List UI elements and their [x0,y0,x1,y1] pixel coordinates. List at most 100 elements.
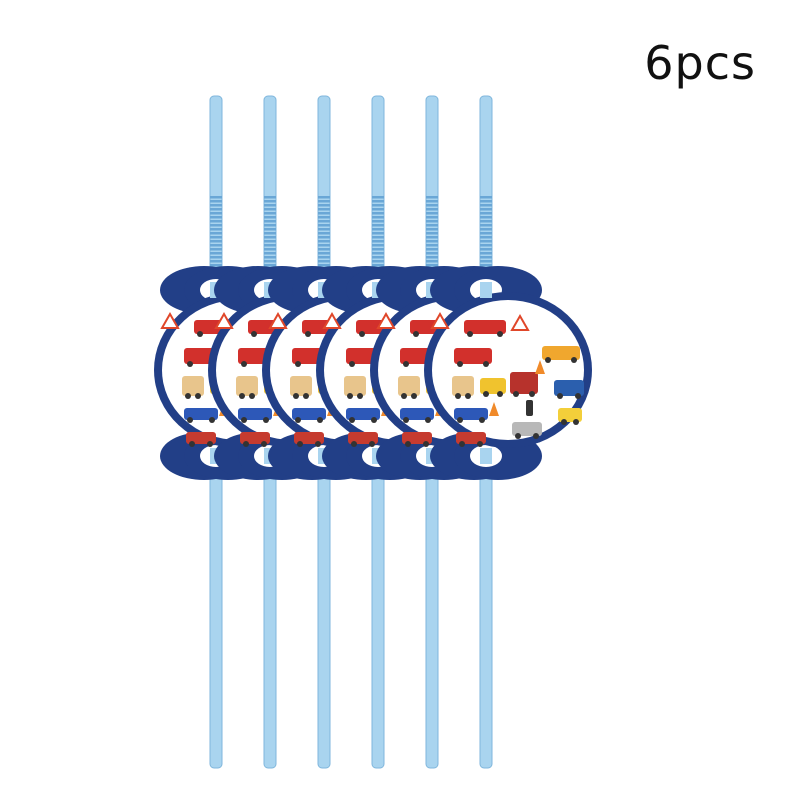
wheel-icon [483,361,489,367]
vehicle-icon [348,432,378,444]
warning-sign-icon [214,311,234,329]
wheel-icon [515,433,521,439]
wheel-icon [411,393,417,399]
straw-bend-section [480,196,492,279]
warning-sign-icon [376,311,396,329]
straw-bend-section [372,196,384,279]
wheel-icon [351,441,357,447]
vehicle-icon [236,376,258,396]
vehicle-icon [480,378,506,394]
wheel-icon [295,361,301,367]
wheel-icon [465,393,471,399]
vehicle-icon [452,376,474,396]
wheel-icon [455,393,461,399]
vehicle-icon [182,376,204,396]
wheel-icon [545,357,551,363]
wheel-icon [459,441,465,447]
wheel-icon [249,393,255,399]
wheel-icon [371,417,377,423]
wheel-icon [359,331,365,337]
warning-sign-icon [322,311,342,329]
wheel-icon [349,417,355,423]
wheel-icon [263,417,269,423]
vehicle-icon [344,376,366,396]
vehicle-icon [292,408,326,420]
vehicle-icon [554,380,584,396]
wheel-icon [369,441,375,447]
wheel-icon [207,441,213,447]
vehicle-icon [402,432,432,444]
wheel-icon [261,441,267,447]
wheel-icon [457,417,463,423]
wheel-icon [195,393,201,399]
wheel-icon [197,331,203,337]
straw-6 [424,95,592,769]
wheel-icon [483,391,489,397]
straw-through-hole [480,448,492,464]
wheel-icon [297,441,303,447]
traffic-light-icon [526,400,533,416]
vehicle-icon [398,376,420,396]
straw-card [424,266,592,480]
wheel-icon [305,331,311,337]
wheel-icon [241,417,247,423]
vehicle-icon [456,432,486,444]
wheel-icon [497,331,503,337]
wheel-icon [401,393,407,399]
wheel-icon [189,441,195,447]
straw-through-hole [480,282,492,298]
wheel-icon [357,393,363,399]
wheel-icon [479,417,485,423]
warning-sign-icon [160,311,180,329]
warning-sign-icon [268,311,288,329]
vehicle-icon [512,422,542,436]
wheel-icon [187,417,193,423]
straw-bend-section [426,196,438,279]
wheel-icon [315,441,321,447]
vehicle-icon [558,408,582,422]
wheel-icon [185,393,191,399]
wheel-icon [533,433,539,439]
wheel-icon [295,417,301,423]
wheel-icon [405,441,411,447]
wheel-icon [423,441,429,447]
wheel-icon [317,417,323,423]
vehicle-icon [294,432,324,444]
warning-sign-icon [510,313,530,331]
wheel-icon [497,391,503,397]
wheel-icon [425,417,431,423]
straw-bend-section [210,196,222,279]
wheel-icon [187,361,193,367]
wheel-icon [239,393,245,399]
vehicle-icon [240,432,270,444]
wheel-icon [561,419,567,425]
vehicle-icon [510,372,538,394]
wheel-icon [293,393,299,399]
vehicle-icon [290,376,312,396]
wheel-icon [575,393,581,399]
wheel-icon [457,361,463,367]
wheel-icon [403,417,409,423]
wheel-icon [403,361,409,367]
wheel-icon [413,331,419,337]
vehicle-icon [238,408,272,420]
wheel-icon [241,361,247,367]
traffic-cone-icon [535,360,545,374]
wheel-icon [349,361,355,367]
vehicle-icon [186,432,216,444]
straw-bend-section [264,196,276,279]
wheel-icon [251,331,257,337]
wheel-icon [477,441,483,447]
vehicle-icon [400,408,434,420]
vehicle-icon [184,408,218,420]
wheel-icon [347,393,353,399]
straw-bend-section [318,196,330,279]
wheel-icon [303,393,309,399]
wheel-icon [243,441,249,447]
wheel-icon [529,391,535,397]
quantity-label: 6pcs [644,36,756,90]
wheel-icon [557,393,563,399]
vehicle-icon [454,348,492,364]
